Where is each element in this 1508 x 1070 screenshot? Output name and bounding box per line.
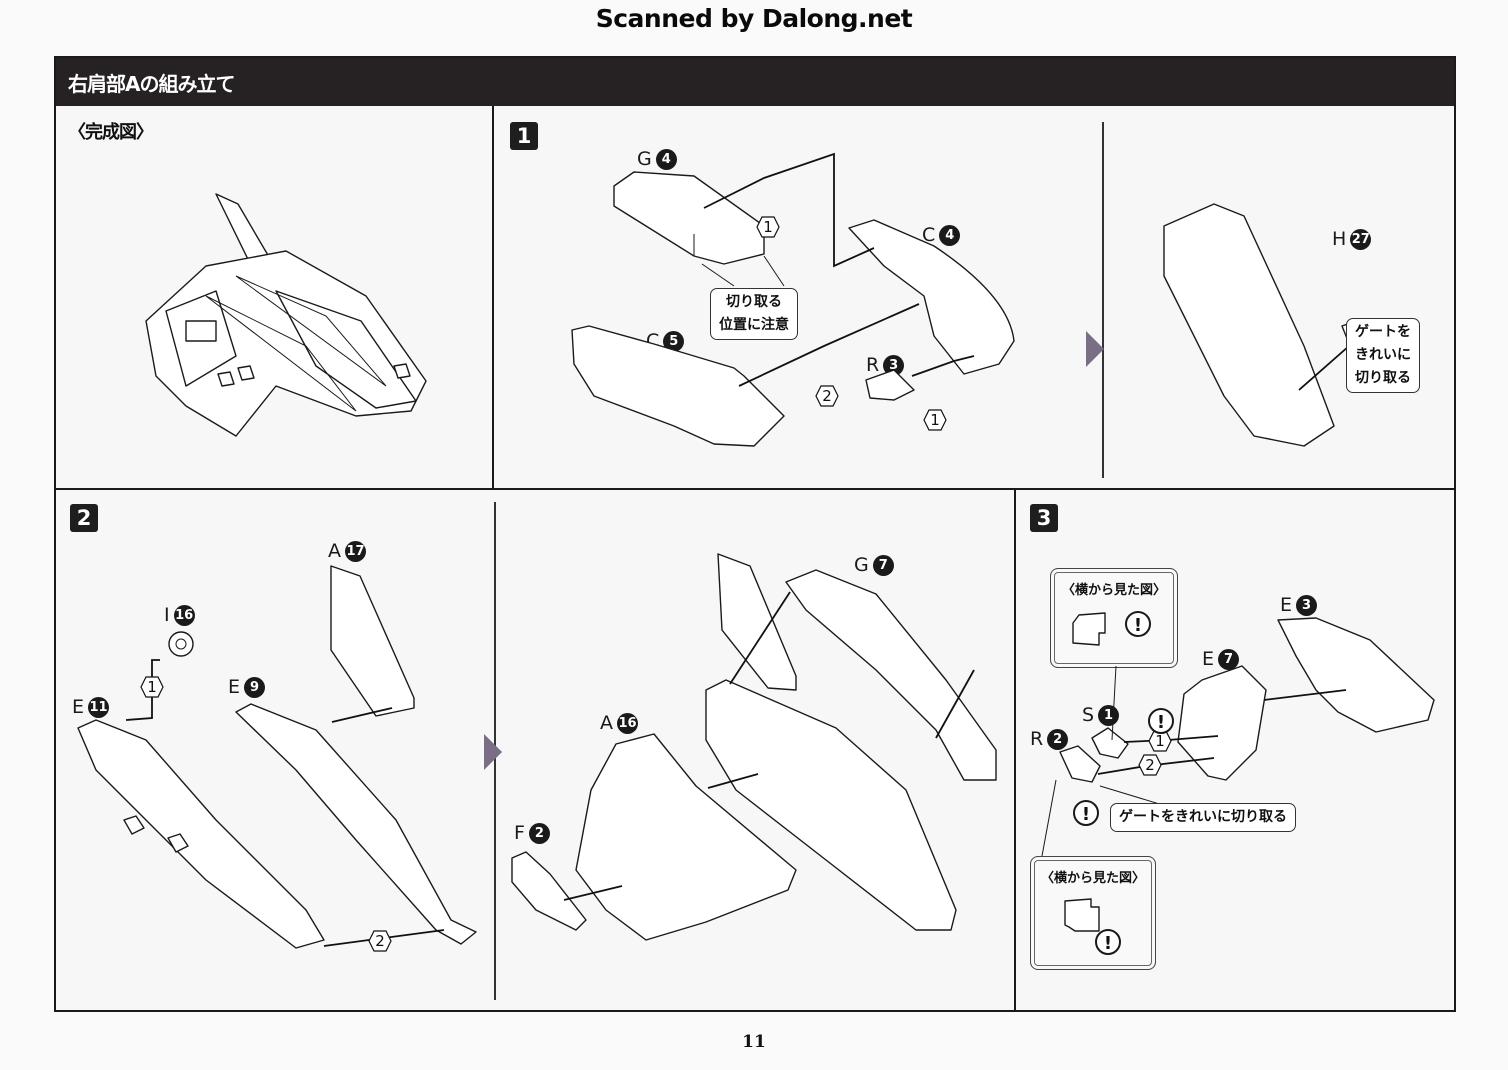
part-number-badge: 17 xyxy=(345,540,366,562)
part-number-badge: 2 xyxy=(1047,728,1069,750)
page-number: 11 xyxy=(742,1032,766,1052)
sequence-step-1b: 1 xyxy=(923,409,947,431)
sequence-step-1: 1 xyxy=(756,216,780,238)
part-e9-shape xyxy=(235,703,477,945)
step-3-badge: 3 xyxy=(1030,504,1058,532)
step-3-panel: 3 〈横から見た図〉 ! 〈横から見た図〉 ! E 3 E 7 S 1 xyxy=(1016,490,1456,1012)
part-number-badge: 2 xyxy=(528,822,550,844)
part-number-badge: 3 xyxy=(1296,594,1318,616)
part-number-badge: 16 xyxy=(173,604,195,626)
callout-cut-position: 切り取る 位置に注意 xyxy=(710,288,798,340)
part-a17-shape xyxy=(330,565,415,717)
assembly-body-shape xyxy=(705,679,957,931)
part-number-badge: 3 xyxy=(883,354,905,376)
callout-gate-clean: ゲートを きれいに 切り取る xyxy=(1346,318,1420,393)
part-number-badge: 5 xyxy=(663,330,685,352)
part-c5-shape xyxy=(571,325,785,447)
warning-icon: ! xyxy=(1125,611,1151,637)
next-arrow-icon xyxy=(1086,331,1104,367)
part-label-h27: H 27 xyxy=(1332,228,1372,250)
step-1-parts-illustration xyxy=(571,152,1015,447)
part-f2-shape xyxy=(511,851,587,931)
sequence-step-2: 2 xyxy=(368,930,392,952)
side-view-inset-top: 〈横から見た図〉 ! xyxy=(1050,568,1178,668)
part-label-e3: E 3 xyxy=(1280,594,1318,616)
part-c4-assembled-shape xyxy=(1163,203,1335,447)
part-i16-shape xyxy=(168,631,194,657)
step-1-panel: 1 G 4 C 4 C 5 R 3 xyxy=(494,106,1456,490)
inset-title: 〈横から見た図〉 xyxy=(1040,871,1145,886)
scan-watermark: Scanned by Dalong.net xyxy=(595,4,913,33)
step-2-panel: 2 A 17 I 16 E 11 E 9 xyxy=(56,490,1016,1012)
arrow-path xyxy=(703,152,875,268)
part-label-a17: A 17 xyxy=(328,540,366,562)
part-c4-shape xyxy=(848,219,1015,375)
section-header: 右肩部Aの組み立て xyxy=(56,58,1454,106)
part-number-badge: 4 xyxy=(655,148,677,170)
part-e3-shape xyxy=(1277,617,1435,733)
part-number-badge: 9 xyxy=(244,676,266,698)
sequence-step-2: 2 xyxy=(815,385,839,407)
step-2-parts-illustration xyxy=(77,565,477,949)
step-2-assembly-illustration xyxy=(511,553,997,941)
warning-icon: ! xyxy=(1073,800,1099,826)
step-2-badge: 2 xyxy=(70,504,98,532)
callout-gate-clean: ゲートをきれいに切り取る xyxy=(1110,803,1296,832)
arrow-path xyxy=(738,303,920,387)
next-arrow-icon xyxy=(484,734,502,770)
part-label-e7: E 7 xyxy=(1202,648,1240,670)
part-number-badge: 16 xyxy=(617,712,638,734)
section-title: 右肩部Aの組み立て xyxy=(68,72,235,96)
inset-title: 〈横から見た図〉 xyxy=(1061,583,1166,598)
sequence-step-2: 2 xyxy=(1138,754,1162,776)
part-label-e11: E 11 xyxy=(72,696,110,718)
part-e7-shape xyxy=(1177,665,1267,781)
part-label-r3: R 3 xyxy=(866,354,905,376)
arrow-path xyxy=(911,355,975,377)
step-1-badge: 1 xyxy=(510,122,538,150)
part-number-badge: 11 xyxy=(88,696,110,718)
part-s1-shape xyxy=(1091,727,1129,759)
sequence-step-1: 1 xyxy=(140,676,164,698)
part-label-e9: E 9 xyxy=(228,676,266,698)
part-r2-shape xyxy=(1059,745,1101,783)
step-1-sub-divider xyxy=(1102,122,1104,478)
part-label-g7: G 7 xyxy=(854,554,894,576)
part-e11-shape xyxy=(77,719,325,949)
part-label-i16: I 16 xyxy=(164,604,195,626)
part-number-badge: 27 xyxy=(1350,228,1372,250)
completed-shoulder-illustration xyxy=(145,193,427,437)
part-number-badge: 7 xyxy=(1218,648,1240,670)
part-label-a16: A 16 xyxy=(600,712,638,734)
part-label-f2: F 2 xyxy=(514,822,550,844)
part-g4-shape xyxy=(613,171,765,265)
part-r3-shape xyxy=(865,369,915,401)
part-label-c4: C 4 xyxy=(922,224,961,246)
part-g7-shape xyxy=(785,569,997,781)
part-number-badge: 7 xyxy=(872,554,894,576)
part-number-badge: 4 xyxy=(939,224,961,246)
completed-view-label: 〈完成図〉 xyxy=(68,122,154,143)
part-a16-shape xyxy=(575,733,797,941)
side-view-inset-bottom: 〈横から見た図〉 ! xyxy=(1030,856,1156,970)
assembly-fin-shape xyxy=(717,553,797,691)
step-3-parts-illustration xyxy=(1041,617,1435,857)
warning-icon: ! xyxy=(1095,929,1121,955)
instruction-sheet: 右肩部Aの組み立て 〈完成図〉 1 G 4 C 4 C 5 xyxy=(54,56,1456,1012)
side-view-part-s1 xyxy=(1072,612,1106,646)
warning-icon: ! xyxy=(1148,708,1174,734)
part-label-g4: G 4 xyxy=(637,148,677,170)
completed-view-panel: 〈完成図〉 xyxy=(56,106,494,490)
part-label-r2: R 2 xyxy=(1030,728,1069,750)
